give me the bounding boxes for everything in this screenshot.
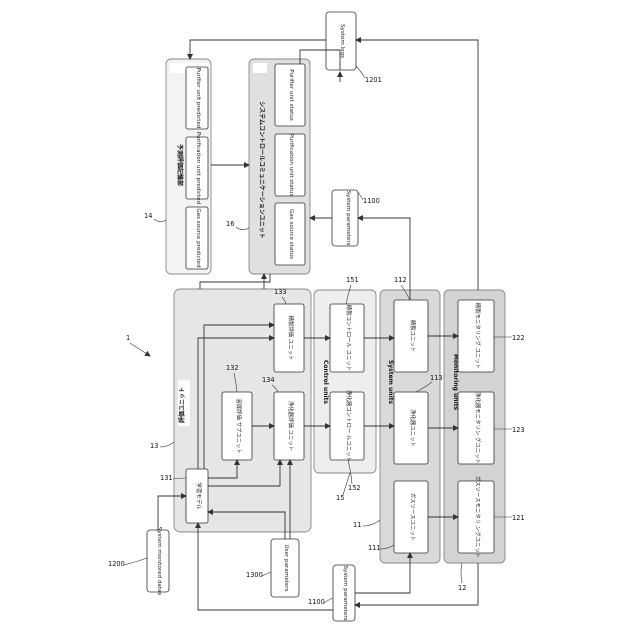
system-parameters-bottom-label: System parameters	[342, 565, 348, 620]
purifier-unit-label: 浄化器ユニット	[409, 409, 417, 447]
gas-source-predicted-label: Gas source predicted	[195, 208, 201, 268]
ref-111: 111	[368, 544, 381, 552]
control-group-label: Control units	[322, 360, 329, 404]
refining-monitoring-label: 精製モニタリング ユニット	[474, 303, 482, 369]
ref-133: 133	[274, 288, 287, 296]
gas-source-unit-label: ガスソースユニット	[409, 493, 417, 541]
ref-123: 123	[512, 426, 525, 434]
learning-model-label: 学習モデル	[195, 483, 203, 511]
refining-control-label: 精製コントロール ユニット	[345, 305, 353, 371]
ref-121: 121	[512, 514, 525, 522]
user-parameters-label: User parameters	[283, 545, 289, 592]
ref-11: 11	[353, 521, 361, 529]
ref-figure: 1	[126, 334, 130, 342]
ref-122: 122	[512, 334, 525, 342]
purifier-eval-label: 浄化器評価 ユニット	[287, 401, 295, 451]
ref-1100-bottom: 1100	[308, 598, 325, 606]
ref-14: 14	[144, 212, 152, 220]
prediction-storage-label: 予測評価記憶部	[176, 144, 184, 186]
purification-unit-status-label: Purification unit status	[288, 134, 294, 197]
refining-unit-label: 精製ユニット	[409, 320, 417, 352]
ref-131: 131	[160, 474, 173, 482]
ref-152: 152	[348, 484, 361, 492]
ref-16: 16	[226, 220, 234, 228]
ref-12: 12	[458, 584, 466, 592]
system-parameters-top-label: System parameters	[345, 190, 351, 245]
ref-151: 151	[346, 276, 359, 284]
ref-1200: 1200	[108, 560, 125, 568]
system-group-label: System units	[387, 360, 394, 405]
ref-112: 112	[394, 276, 407, 284]
ref-134: 134	[262, 376, 275, 384]
purifier-unit-status-label: Purifier unit status	[288, 69, 294, 121]
ref-15: 15	[336, 494, 344, 502]
evaluation-group-label: 評価ユニット	[178, 387, 186, 423]
communication-label: システムコントロールコミュニケーションユニット	[258, 101, 265, 239]
purifier-monitoring-label: 浄化器モニタリン グユニット	[474, 392, 482, 464]
ref-132: 132	[226, 364, 239, 372]
ref-113: 113	[430, 374, 443, 382]
purification-unit-predicted-label: Purification unit predicted	[195, 132, 201, 205]
purifier-control-label: 浄化器コントロー ルユニット	[345, 390, 353, 462]
ref-1100-top: 1100	[363, 197, 380, 205]
system-monitored-datas-label: System monitored datas	[156, 527, 162, 596]
gas-source-monitoring-label: ガスソースモニタリ ングユニット	[474, 476, 482, 558]
solvent-sub-label: 溶媒評価 サブユニット	[235, 398, 243, 454]
system-parameters-top-box	[332, 190, 358, 246]
ref-1300: 1300	[246, 571, 263, 579]
purifier-unit-predicted-label: Purifier unit predicted	[195, 68, 201, 129]
ref-1201: 1201	[365, 76, 382, 84]
ref-13: 13	[150, 442, 158, 450]
refining-eval-label: 精製評価 ユニット	[287, 316, 295, 361]
gas-source-status-label: Gas source status	[288, 209, 294, 259]
